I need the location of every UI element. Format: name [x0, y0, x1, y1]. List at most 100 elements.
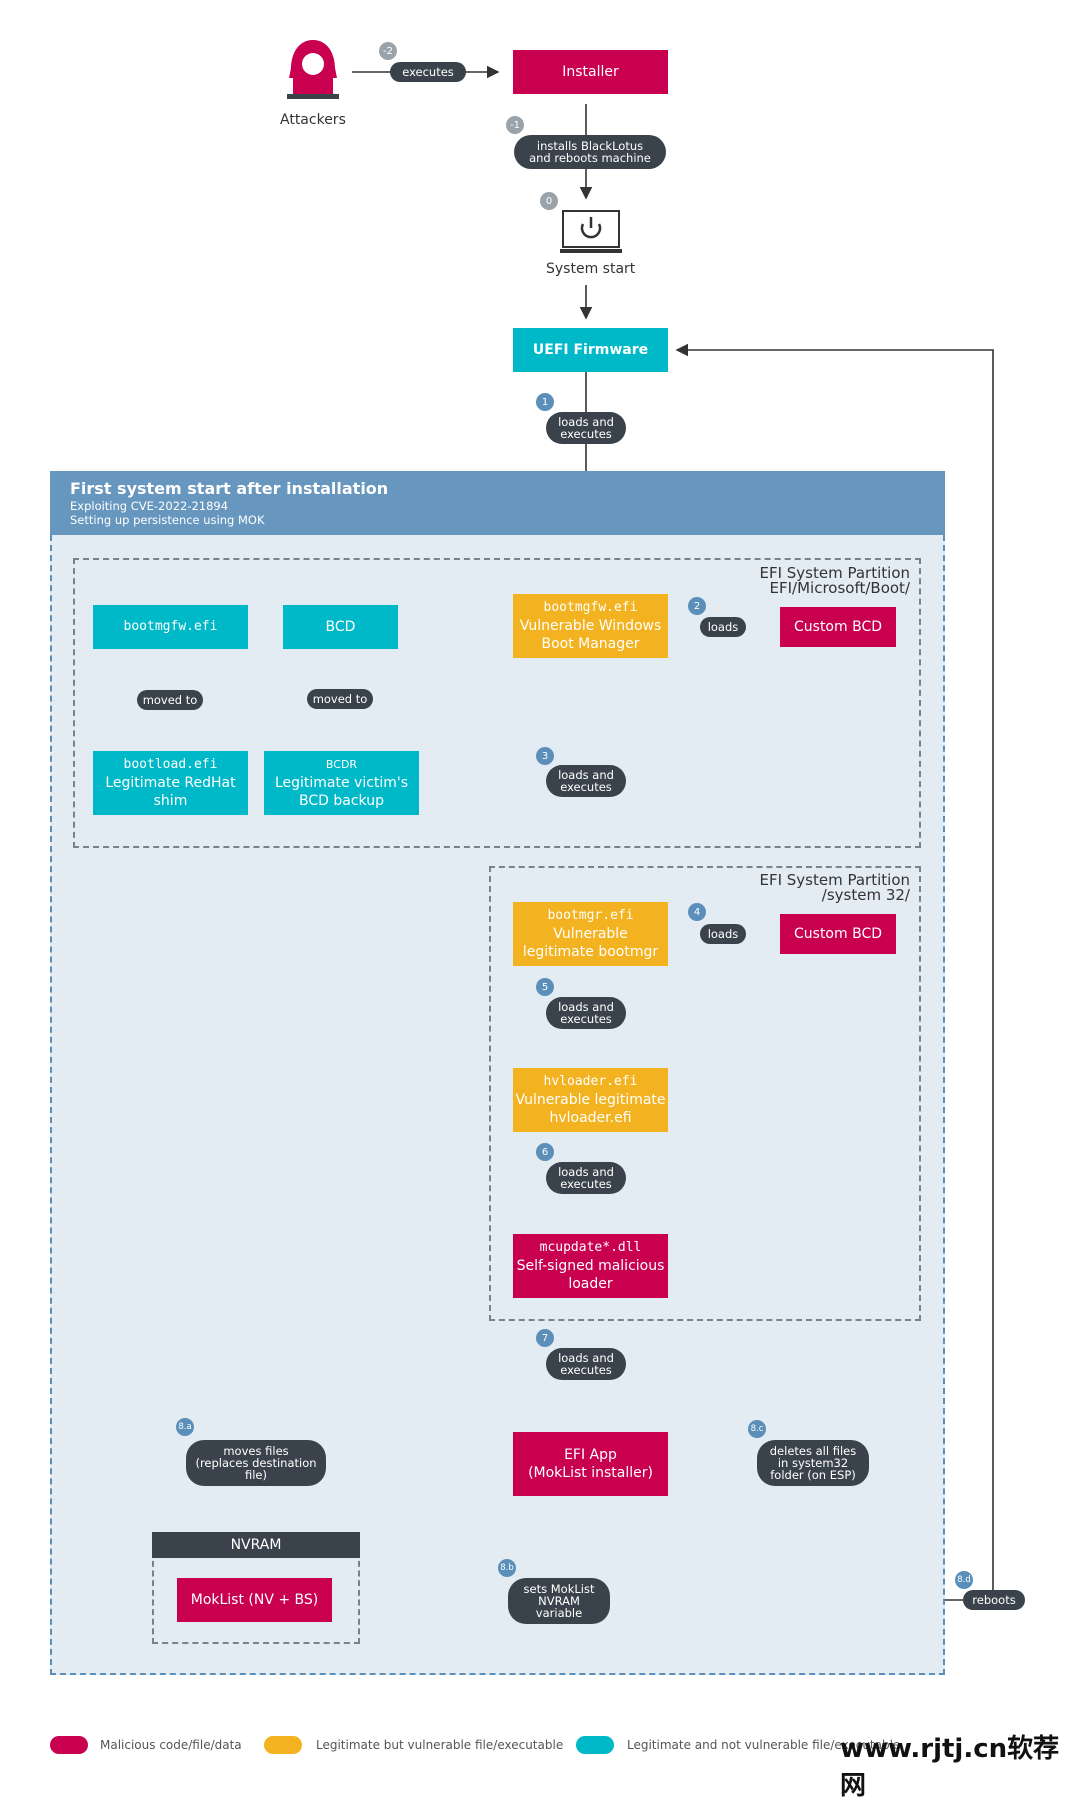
mcupdate-desc2: loader: [568, 1276, 613, 1292]
moved-to-pill-2: moved to: [307, 689, 373, 709]
partition-system32: [489, 866, 921, 1321]
step-5: 5: [536, 978, 554, 996]
legend-malicious: Malicious code/file/data: [100, 1738, 242, 1752]
mcupdate-box: mcupdate*.dll Self-signed malicious load…: [513, 1234, 668, 1298]
sets-pill: sets MokList NVRAM variable: [508, 1578, 610, 1624]
step-7: 7: [536, 1329, 554, 1347]
moves-line2: (replaces destination: [195, 1456, 317, 1470]
step-minus1: -1: [506, 116, 524, 134]
step-8a: 8.a: [176, 1418, 194, 1436]
attacker-icon: [283, 38, 343, 100]
moves-line1: moves files: [223, 1444, 289, 1458]
loads-pill-4: loads: [700, 924, 746, 944]
bcdr-desc1: Legitimate victim's: [274, 775, 409, 791]
executes-pill: executes: [390, 62, 466, 82]
reboots-pill: reboots: [963, 1590, 1025, 1610]
step-2: 2: [688, 597, 706, 615]
bootload-file: bootload.efi: [123, 757, 218, 772]
partition-boot-title2: EFI/Microsoft/Boot/: [769, 579, 910, 597]
loads-pill-7-line2: executes: [560, 1363, 612, 1377]
system-start-label: System start: [546, 261, 636, 277]
mcupdate-desc1: Self-signed malicious: [516, 1258, 665, 1274]
bootmgfw-desc1: Vulnerable Windows: [519, 618, 662, 634]
bootmgr-desc1: Vulnerable: [553, 926, 628, 942]
step-6: 6: [536, 1143, 554, 1161]
section-title: First system start after installation: [70, 479, 389, 498]
loads-pill-7: loads and executes: [546, 1348, 626, 1380]
partition-boot-title: EFI System Partition EFI/Microsoft/Boot/: [660, 566, 910, 596]
step-8c: 8.c: [748, 1420, 766, 1438]
section-header: First system start after installation Ex…: [50, 471, 945, 535]
bootmgr-desc2: legitimate bootmgr: [522, 944, 659, 960]
bootmgfw-file: bootmgfw.efi: [543, 600, 638, 615]
efi-app-line2: (MokList installer): [528, 1465, 653, 1481]
watermark: www.rjtj.cn软荐网: [840, 1734, 1060, 1801]
deletes-line1: deletes all files: [769, 1444, 857, 1458]
loads-pill-6-line1: loads and: [558, 1165, 614, 1179]
step-8b: 8.b: [498, 1559, 516, 1577]
loads-pill-6-line2: executes: [560, 1177, 612, 1191]
step-4: 4: [688, 903, 706, 921]
efi-app-line1: EFI App: [564, 1447, 617, 1463]
installs-line2: and reboots machine: [529, 151, 651, 165]
installer-box: Installer: [513, 50, 668, 94]
efi-app-box: EFI App (MokList installer): [513, 1432, 668, 1496]
hvloader-file: hvloader.efi: [543, 1074, 638, 1089]
loads-pill-3-line1: loads and: [558, 768, 614, 782]
bootmgr-file: bootmgr.efi: [547, 908, 634, 923]
section-line2: Setting up persistence using MOK: [70, 513, 265, 527]
hvloader-desc2: hvloader.efi: [549, 1110, 632, 1126]
custom-bcd-box-2: Custom BCD: [780, 914, 896, 954]
bootmgr-box: bootmgr.efi Vulnerable legitimate bootmg…: [513, 902, 668, 966]
mcupdate-file: mcupdate*.dll: [539, 1240, 642, 1255]
partition-boot-title1: EFI System Partition: [759, 564, 910, 582]
moklist-box: MokList (NV + BS): [177, 1578, 332, 1622]
partition-system32-title: EFI System Partition /system 32/: [660, 873, 910, 903]
bootmgfw-box: bootmgfw.efi Vulnerable Windows Boot Man…: [513, 594, 668, 658]
bcdr-box: BCDR Legitimate victim's BCD backup: [264, 751, 419, 815]
loads-pill-5: loads and executes: [546, 997, 626, 1029]
bootload-desc2: shim: [153, 793, 188, 809]
loads-pill-5-line1: loads and: [558, 1000, 614, 1014]
bootmgfw-moved-box: bootmgfw.efi: [93, 605, 248, 649]
loads-pill-1: loads and executes: [546, 412, 626, 444]
moved-to-pill-1: moved to: [137, 690, 203, 710]
partition-boot: [73, 558, 921, 848]
legend-swatch-legitimate: [576, 1736, 614, 1754]
sets-line2: NVRAM: [538, 1594, 580, 1608]
step-8d: 8.d: [955, 1571, 973, 1589]
installs-line1: installs BlackLotus: [536, 139, 644, 153]
loads-pill-1-line2: executes: [560, 427, 612, 441]
moves-line3: file): [244, 1468, 267, 1482]
loads-pill-6: loads and executes: [546, 1162, 626, 1194]
moves-pill: moves files (replaces destination file): [186, 1440, 326, 1486]
attackers-label: Attackers: [280, 112, 346, 128]
loads-pill-3-line2: executes: [560, 780, 612, 794]
deletes-pill: deletes all files in system32 folder (on…: [757, 1440, 869, 1486]
bcd-moved-box: BCD: [283, 605, 398, 649]
nvram-header: NVRAM: [152, 1532, 360, 1558]
hvloader-desc1: Vulnerable legitimate: [515, 1092, 666, 1108]
deletes-line3: folder (on ESP): [770, 1468, 856, 1482]
power-icon: [560, 208, 622, 258]
bootload-desc1: Legitimate RedHat: [105, 775, 236, 791]
step-0: 0: [540, 192, 558, 210]
installs-pill: installs BlackLotus and reboots machine: [514, 135, 666, 169]
partition-system32-title2: /system 32/: [821, 886, 910, 904]
legend-swatch-vulnerable: [264, 1736, 302, 1754]
loads-pill-3: loads and executes: [546, 765, 626, 797]
sets-line1: sets MokList: [523, 1582, 595, 1596]
legend-vulnerable: Legitimate but vulnerable file/executabl…: [316, 1738, 564, 1752]
step-1: 1: [536, 393, 554, 411]
bootload-box: bootload.efi Legitimate RedHat shim: [93, 751, 248, 815]
hvloader-box: hvloader.efi Vulnerable legitimate hvloa…: [513, 1068, 668, 1132]
section-line1: Exploiting CVE-2022-21894: [70, 499, 229, 513]
loads-pill-2: loads: [700, 617, 746, 637]
bootmgfw-desc2: Boot Manager: [541, 636, 640, 652]
sets-line3: variable: [535, 1606, 583, 1620]
legend-legitimate: Legitimate and not vulnerable file/execu…: [627, 1738, 901, 1752]
bcdr-file: BCDR: [325, 758, 358, 771]
loads-pill-7-line1: loads and: [558, 1351, 614, 1365]
loads-pill-1-line1: loads and: [558, 415, 614, 429]
